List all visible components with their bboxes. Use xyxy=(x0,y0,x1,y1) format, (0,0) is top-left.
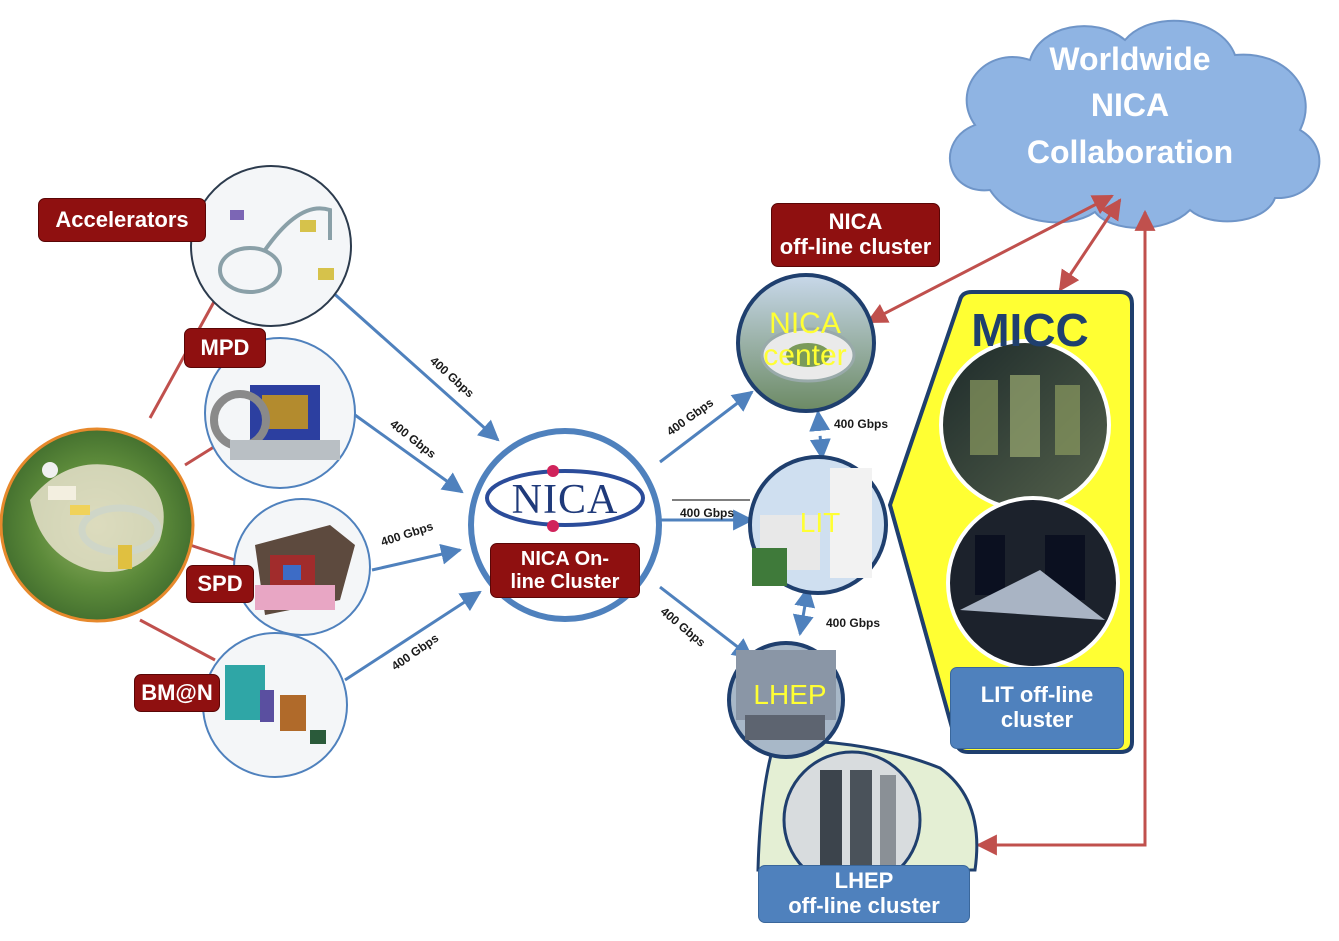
link-label-center-lit: 400 Gbps xyxy=(834,417,889,431)
nica-online-cluster-label: NICA On- line Cluster xyxy=(490,543,640,598)
bmn-photo xyxy=(202,632,348,778)
mpd-photo xyxy=(204,337,356,489)
micc-title: MICC xyxy=(971,304,1089,356)
lhep-photo xyxy=(727,641,845,759)
collaboration-title: Worldwide NICA Collaboration xyxy=(1026,41,1234,170)
lit-offline-cluster-label: LIT off-line cluster xyxy=(950,667,1124,749)
nica-center-overlay: NICA center xyxy=(763,307,847,372)
nica-center-photo xyxy=(736,273,876,413)
bmn-label: BM@N xyxy=(134,674,220,712)
lhep-offline-cluster-label: LHEP off-line cluster xyxy=(758,865,970,923)
micc-rack-photo-1 xyxy=(939,339,1111,511)
link-label-lit: 400 Gbps xyxy=(680,506,735,520)
campus-photo xyxy=(0,427,195,623)
nica-offline-cluster-label: NICA off-line cluster xyxy=(771,203,940,267)
nica-logo: NICA xyxy=(511,477,619,523)
collaboration-links xyxy=(866,194,1156,856)
lhep-rack-photo xyxy=(782,750,922,890)
micc-rack-photo-2 xyxy=(946,496,1120,670)
spd-photo xyxy=(233,498,371,636)
lit-photo xyxy=(748,455,888,595)
hub-links xyxy=(329,288,831,682)
mpd-label: MPD xyxy=(184,328,266,368)
lhep-overlay: LHEP xyxy=(753,679,827,710)
lit-overlay: LIT xyxy=(799,507,841,538)
accelerator-photo xyxy=(190,165,352,327)
spd-label: SPD xyxy=(186,565,254,603)
accelerators-label: Accelerators xyxy=(38,198,206,242)
link-label-lit-lhep: 400 Gbps xyxy=(826,616,881,630)
